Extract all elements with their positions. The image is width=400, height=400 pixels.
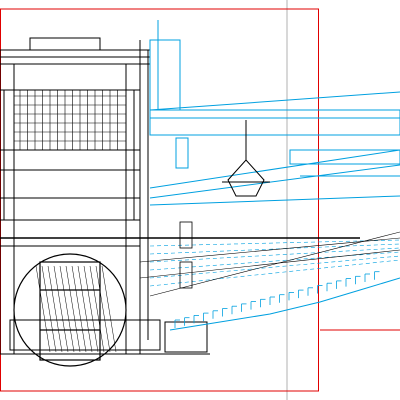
stair-block <box>175 137 189 169</box>
orchestra-pit <box>164 321 208 353</box>
hatch-line <box>59 265 75 353</box>
window-2 <box>179 261 193 289</box>
hatch-line <box>77 265 93 353</box>
hatch-line <box>89 265 105 353</box>
auditorium <box>149 20 400 206</box>
side-tower <box>149 39 181 111</box>
ceiling-line-3 <box>149 195 400 206</box>
sightline-structural <box>139 237 400 263</box>
balcony-front <box>289 149 400 165</box>
windows <box>179 221 193 289</box>
hatch-line <box>65 265 81 353</box>
hatch-line <box>71 265 87 353</box>
hatch-line <box>83 265 99 353</box>
hatch-line <box>53 265 69 353</box>
chandelier <box>222 120 270 197</box>
stage-lift-core <box>39 261 101 361</box>
seating-rake-floor <box>169 277 400 331</box>
hatch-line <box>35 265 51 353</box>
sightline-structural <box>139 249 400 279</box>
rigging-lines <box>14 90 126 150</box>
stage-lift <box>13 253 127 367</box>
ceiling-line-1 <box>149 149 400 189</box>
hatch-line <box>47 265 63 353</box>
chandelier-body <box>227 159 265 197</box>
understage-box <box>9 319 161 351</box>
window-1 <box>179 221 193 249</box>
hatch-line <box>95 265 111 353</box>
ceiling-line-2 <box>149 164 400 199</box>
seating-rake <box>174 271 380 328</box>
roof-truss-box <box>149 109 400 136</box>
stage-lift-circle <box>13 253 127 367</box>
hatch-line <box>41 265 57 353</box>
stage-lift-hatch <box>35 265 117 353</box>
roof-slope <box>149 91 400 111</box>
hatch-line <box>101 265 117 353</box>
understage <box>0 319 210 355</box>
